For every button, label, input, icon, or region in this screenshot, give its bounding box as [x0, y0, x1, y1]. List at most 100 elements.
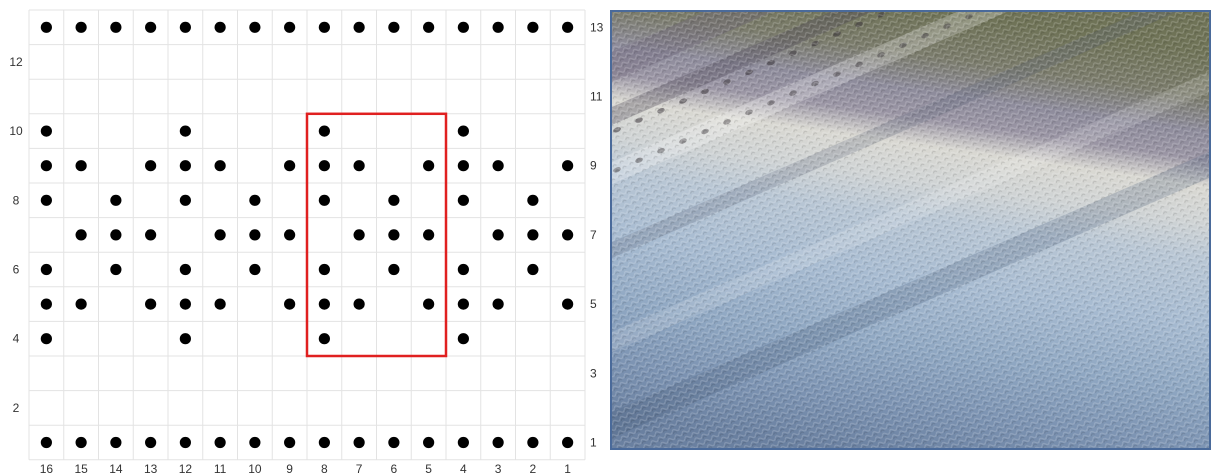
purl-stitch-dot	[284, 437, 295, 448]
purl-stitch-dot	[180, 126, 191, 137]
purl-stitch-dot	[423, 160, 434, 171]
purl-stitch-dot	[41, 22, 52, 33]
column-number-label: 10	[248, 462, 262, 474]
purl-stitch-dot	[41, 333, 52, 344]
purl-stitch-dot	[319, 22, 330, 33]
purl-stitch-dot	[41, 264, 52, 275]
purl-stitch-dot	[249, 437, 260, 448]
purl-stitch-dot	[527, 229, 538, 240]
purl-stitch-dot	[76, 229, 87, 240]
purl-stitch-dot	[180, 22, 191, 33]
purl-stitch-dot	[145, 229, 156, 240]
purl-stitch-dot	[458, 264, 469, 275]
purl-stitch-dot	[180, 437, 191, 448]
purl-stitch-dot	[145, 437, 156, 448]
purl-stitch-dot	[41, 437, 52, 448]
column-number-label: 9	[286, 462, 293, 474]
purl-stitch-dot	[76, 437, 87, 448]
purl-stitch-dot	[458, 126, 469, 137]
row-number-label: 12	[9, 55, 23, 69]
column-number-label: 2	[530, 462, 537, 474]
purl-stitch-dot	[354, 229, 365, 240]
purl-stitch-dot	[354, 160, 365, 171]
purl-stitch-dot	[423, 299, 434, 310]
purl-stitch-dot	[354, 22, 365, 33]
purl-stitch-dot	[458, 437, 469, 448]
purl-stitch-dot	[110, 195, 121, 206]
purl-stitch-dot	[388, 264, 399, 275]
purl-stitch-dot	[215, 437, 226, 448]
purl-stitch-dot	[562, 299, 573, 310]
row-number-label: 10	[9, 124, 23, 138]
column-number-label: 3	[495, 462, 502, 474]
purl-stitch-dot	[180, 299, 191, 310]
knitted-fabric-image	[612, 12, 1209, 448]
row-number-label: 5	[590, 297, 597, 311]
purl-stitch-dot	[319, 195, 330, 206]
purl-stitch-dot	[110, 22, 121, 33]
column-number-label: 5	[425, 462, 432, 474]
purl-stitch-dot	[319, 333, 330, 344]
purl-stitch-dot	[41, 126, 52, 137]
purl-stitch-dot	[458, 299, 469, 310]
purl-stitch-dot	[180, 160, 191, 171]
purl-stitch-dot	[388, 22, 399, 33]
purl-stitch-dot	[458, 333, 469, 344]
purl-stitch-dot	[423, 22, 434, 33]
purl-stitch-dot	[527, 264, 538, 275]
purl-stitch-dot	[76, 160, 87, 171]
column-number-label: 8	[321, 462, 328, 474]
purl-stitch-dot	[180, 264, 191, 275]
purl-stitch-dot	[423, 437, 434, 448]
column-number-label: 4	[460, 462, 467, 474]
purl-stitch-dot	[284, 299, 295, 310]
purl-stitch-dot	[249, 195, 260, 206]
purl-stitch-dot	[180, 195, 191, 206]
row-number-label: 9	[590, 159, 597, 173]
purl-stitch-dot	[110, 437, 121, 448]
purl-stitch-dot	[284, 160, 295, 171]
purl-stitch-dot	[388, 437, 399, 448]
purl-stitch-dot	[284, 229, 295, 240]
fabric-texture-overlay	[612, 12, 1209, 448]
column-number-label: 11	[214, 462, 227, 474]
purl-stitch-dot	[284, 22, 295, 33]
purl-stitch-dot	[354, 299, 365, 310]
row-number-label: 3	[590, 366, 597, 380]
row-number-label: 8	[13, 193, 20, 207]
purl-stitch-dot	[319, 299, 330, 310]
column-number-label: 13	[144, 462, 158, 474]
purl-stitch-dot	[493, 160, 504, 171]
row-number-label: 4	[13, 332, 20, 346]
purl-stitch-dot	[562, 160, 573, 171]
purl-stitch-dot	[215, 160, 226, 171]
purl-stitch-dot	[388, 195, 399, 206]
column-number-label: 16	[40, 462, 54, 474]
purl-stitch-dot	[319, 264, 330, 275]
column-number-label: 15	[74, 462, 88, 474]
purl-stitch-dot	[493, 437, 504, 448]
purl-stitch-dot	[41, 299, 52, 310]
purl-stitch-dot	[41, 195, 52, 206]
row-number-label: 6	[13, 263, 20, 277]
purl-stitch-dot	[562, 437, 573, 448]
purl-stitch-dot	[423, 229, 434, 240]
purl-stitch-dot	[145, 22, 156, 33]
purl-stitch-dot	[215, 299, 226, 310]
purl-stitch-dot	[145, 299, 156, 310]
row-number-label: 1	[590, 436, 597, 450]
purl-stitch-dot	[41, 160, 52, 171]
purl-stitch-dot	[249, 22, 260, 33]
purl-stitch-dot	[493, 22, 504, 33]
column-number-label: 1	[564, 462, 571, 474]
purl-stitch-dot	[319, 160, 330, 171]
purl-stitch-dot	[110, 264, 121, 275]
row-number-label: 2	[13, 401, 20, 415]
purl-stitch-dot	[319, 437, 330, 448]
row-number-label: 11	[590, 90, 603, 104]
purl-stitch-dot	[249, 264, 260, 275]
row-number-label: 13	[590, 20, 604, 34]
row-number-label: 7	[590, 228, 597, 242]
purl-stitch-dot	[458, 160, 469, 171]
